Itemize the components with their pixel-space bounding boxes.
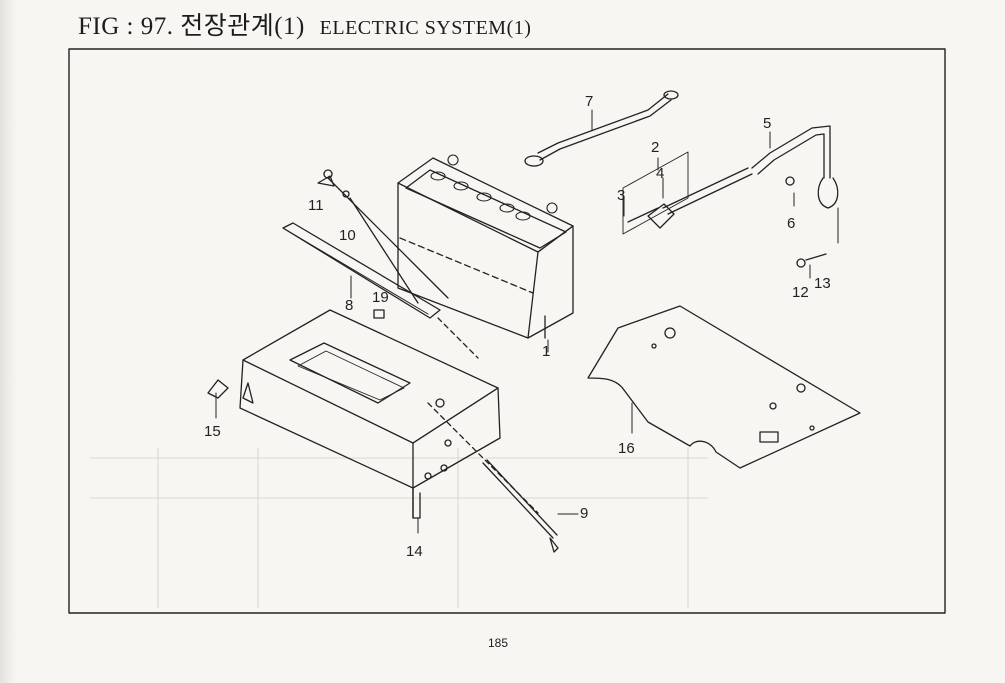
ghost-table <box>89 447 709 609</box>
battery-cable-7 <box>524 90 679 167</box>
frame-border <box>68 48 946 614</box>
callout-7: 7 <box>585 93 594 110</box>
battery-tray <box>207 309 501 519</box>
callout-4: 4 <box>656 165 665 182</box>
terminal-cable-assembly <box>622 125 839 268</box>
figure-label: FIG : 97. 전장관계(1) <box>78 13 305 40</box>
page-number: 185 <box>488 636 509 650</box>
callout-12: 12 <box>792 284 809 301</box>
callout-16: 16 <box>618 440 635 457</box>
callout-14: 14 <box>406 543 423 560</box>
floor-plate <box>587 305 861 469</box>
callout-9: 9 <box>580 505 589 522</box>
callout-11: 11 <box>308 197 324 214</box>
leader-lines <box>215 109 811 534</box>
figure-subtitle: ELECTRIC SYSTEM(1) <box>319 17 532 39</box>
parts-diagram <box>68 48 946 614</box>
callout-5: 5 <box>763 115 772 132</box>
battery <box>397 154 574 339</box>
figure-title: FIG : 97. 전장관계(1) ELECTRIC SYSTEM(1) <box>78 6 531 42</box>
binding-gutter <box>0 0 18 683</box>
callout-15: 15 <box>204 423 221 440</box>
callout-1: 1 <box>542 343 551 360</box>
callout-3: 3 <box>617 187 626 204</box>
callout-2: 2 <box>651 139 660 156</box>
callout-6: 6 <box>787 215 796 232</box>
hold-down-bar <box>282 169 559 553</box>
callout-13: 13 <box>814 275 831 292</box>
callout-19: 19 <box>372 289 389 306</box>
callout-10: 10 <box>339 227 356 244</box>
diagram-frame: 7 2 5 4 3 6 11 10 8 19 1 12 13 15 16 14 … <box>68 48 948 616</box>
callout-8: 8 <box>345 297 354 314</box>
